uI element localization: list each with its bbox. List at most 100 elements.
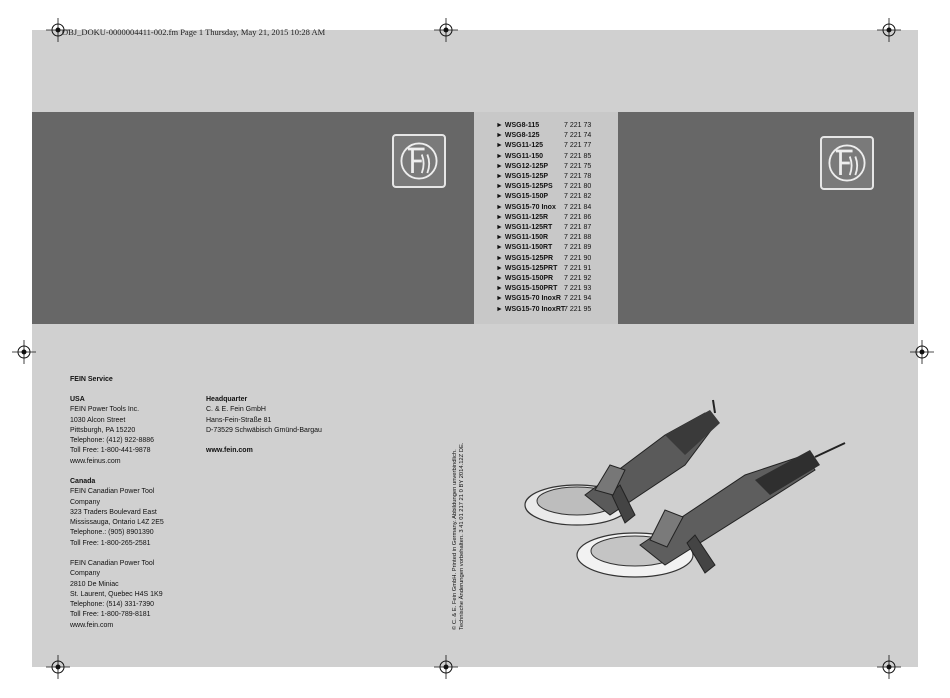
canada-heading: Canada (70, 478, 96, 485)
model-number: 7 221 93 (564, 285, 592, 293)
file-header-line: OBJ_DOKU-0000004411-002.fm Page 1 Thursd… (62, 27, 326, 37)
usa-heading: USA (70, 396, 85, 403)
model-number: 7 221 82 (564, 193, 592, 201)
angle-grinder-back (524, 399, 720, 526)
usa-line: Telephone: (412) 922-8886 (70, 437, 155, 445)
model-number: 7 221 80 (564, 183, 592, 191)
model-number: 7 221 77 (564, 142, 592, 150)
hq-line: C. & E. Fein GmbH (206, 406, 266, 414)
legal-notice: © C. & E. Fein GmbH. Printed in Germany.… (452, 443, 466, 630)
model-name: ► WSG15-125PS (496, 183, 553, 191)
registration-mark-icon (877, 655, 901, 679)
service-title: FEIN Service (70, 376, 113, 383)
model-row: ► WSG8-115 7 221 73 (496, 121, 614, 131)
hq-line: D-73529 Schwäbisch Gmünd-Bargau (206, 426, 322, 434)
usa-address: USA FEIN Power Tools Inc. 1030 Alcon Str… (70, 395, 154, 467)
model-row: ► WSG11-125R 7 221 86 (496, 213, 614, 223)
usa-line: Toll Free: 1-800-441-9878 (70, 447, 151, 455)
model-name: ► WSG15-150PR (496, 275, 554, 282)
quebec-line: Telephone: (514) 331-7390 (70, 601, 155, 609)
model-name: ► WSG15-70 InoxR (496, 295, 561, 303)
canada-line: Toll Free: 1-800-265-2581 (70, 539, 151, 547)
model-row: ► WSG15-150PRT 7 221 93 (496, 284, 614, 294)
hq-line: Hans-Fein-Straße 81 (206, 416, 272, 424)
model-number: 7 221 85 (564, 152, 592, 160)
registration-mark-icon (434, 655, 458, 679)
model-number: 7 221 92 (564, 275, 592, 282)
model-number: 7 221 90 (564, 254, 592, 262)
canada-line: 323 Traders Boulevard East (70, 508, 157, 516)
fein-logo (392, 134, 446, 188)
model-name: ► WSG15-70 InoxRT (496, 305, 566, 313)
model-row: ► WSG12-125P 7 221 75 (496, 162, 614, 172)
model-row: ► WSG15-70 Inox 7 221 84 (496, 203, 614, 213)
usa-website: www.feinus.com (70, 457, 121, 465)
model-number: 7 221 84 (564, 203, 592, 211)
registration-mark-icon (46, 655, 70, 679)
model-number: 7 221 88 (564, 234, 592, 242)
hq-heading: Headquarter (206, 396, 248, 403)
model-name: ► WSG11-125RT (496, 224, 553, 231)
model-row: ► WSG11-125 7 221 77 (496, 141, 614, 151)
quebec-line: FEIN Canadian Power Tool (70, 560, 155, 567)
model-name: ► WSG15-150PRT (496, 285, 558, 293)
model-name: ► WSG8-125 (496, 132, 540, 140)
hq-website: www.fein.com (206, 447, 253, 454)
canada-line: FEIN Canadian Power Tool (70, 488, 155, 496)
model-number: 7 221 86 (564, 213, 592, 221)
quebec-line: St. Laurent, Quebec H4S 1K9 (70, 590, 163, 598)
model-name: ► WSG8-115 (496, 122, 540, 129)
quebec-line: Toll Free: 1-800-789-8181 (70, 611, 151, 619)
model-name: ► WSG11-150R (496, 234, 549, 242)
model-number: 7 221 89 (564, 244, 592, 252)
registration-mark-icon (12, 340, 36, 364)
angle-grinder-front (576, 442, 846, 578)
model-name: ► WSG15-125PR (496, 254, 554, 262)
model-number: 7 221 73 (564, 122, 592, 129)
quebec-line: Company (70, 570, 100, 578)
model-name: ► WSG12-125P (496, 162, 549, 170)
model-number: 7 221 74 (564, 132, 592, 140)
model-name: ► WSG11-125R (496, 213, 549, 221)
model-name: ► WSG15-150P (496, 193, 549, 201)
usa-line: Pittsburgh, PA 15220 (70, 426, 136, 434)
fein-logo-icon (828, 144, 866, 182)
model-number: 7 221 75 (564, 162, 592, 170)
model-row: ► WSG11-150R 7 221 88 (496, 233, 614, 243)
model-name: ► WSG15-70 Inox (496, 203, 556, 211)
model-row: ► WSG15-125P 7 221 78 (496, 172, 614, 182)
legal-line: Technische Änderungen vorbehalten. 3 41 … (459, 442, 465, 630)
canada-line: Telephone.: (905) 8901390 (70, 529, 154, 537)
model-row: ► WSG15-125PR 7 221 90 (496, 254, 614, 264)
usa-line: 1030 Alcon Street (70, 416, 126, 424)
model-name: ► WSG11-125 (496, 142, 544, 150)
registration-mark-icon (910, 340, 934, 364)
legal-line: © C. & E. Fein GmbH. Printed in Germany.… (452, 449, 458, 630)
registration-mark-icon (46, 18, 70, 42)
model-name: ► WSG15-125P (496, 173, 549, 180)
headquarter-address: Headquarter C. & E. Fein GmbH Hans-Fein-… (206, 395, 322, 436)
model-name: ► WSG15-125PRT (496, 264, 558, 272)
model-number: 7 221 78 (564, 173, 592, 180)
quebec-line: 2810 De Miniac (70, 580, 119, 588)
registration-mark-icon (877, 18, 901, 42)
model-row: ► WSG15-125PS 7 221 80 (496, 182, 614, 192)
fein-logo-icon (400, 142, 438, 180)
angle-grinder-illustration (524, 399, 846, 578)
canada-line: Company (70, 498, 100, 506)
registration-mark-icon (434, 18, 458, 42)
fein-logo (820, 136, 874, 190)
usa-line: FEIN Power Tools Inc. (70, 406, 140, 414)
model-number: 7 221 95 (564, 305, 592, 313)
canada-line: Mississauga, Ontario L4Z 2E5 (70, 519, 164, 527)
model-row: ► WSG11-150RT 7 221 89 (496, 243, 614, 253)
model-name: ► WSG11-150RT (496, 244, 553, 252)
model-name: ► WSG11-150 (496, 152, 544, 160)
model-number: 7 221 94 (564, 295, 592, 303)
model-row: ► WSG15-150PR 7 221 92 (496, 274, 614, 284)
